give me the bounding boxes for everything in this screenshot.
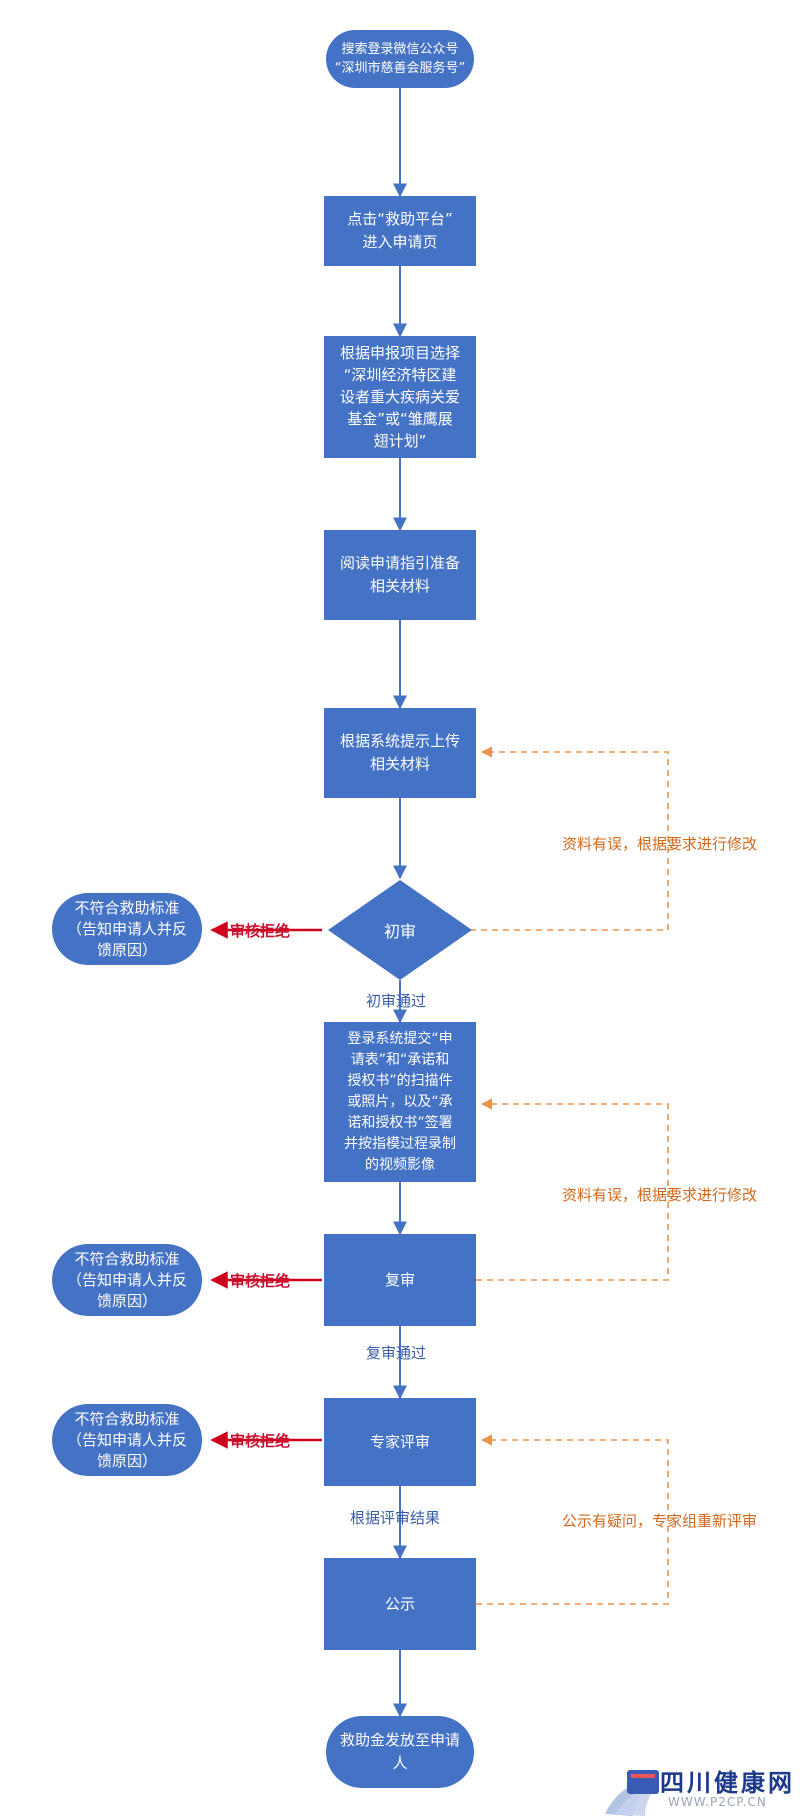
- review1-diamond: [328, 880, 472, 980]
- watermark-logo-icon: [605, 1770, 659, 1816]
- node-step1: 点击“救助平台” 进入申请页: [324, 196, 476, 266]
- watermark-url: WWW.P2CP.CN: [668, 1795, 767, 1809]
- feedback-label-3: 公示有疑问，专家组重新评审: [562, 1512, 758, 1530]
- feedback-label-2: 资料有误，根据要求进行修改: [562, 1186, 758, 1204]
- node-end: 救助金发放至申请 人: [326, 1716, 474, 1788]
- reject-node-2: 不符合救助标准 （告知申请人并反 馈原因）: [52, 1244, 202, 1316]
- reject-node-3: 不符合救助标准 （告知申请人并反 馈原因）: [52, 1404, 202, 1476]
- node-step5: 登录系统提交“申 请表”和“承诺和 授权书”的扫描件 或照片，以及“承 诺和授权…: [324, 1022, 476, 1182]
- reject-label-3: 审核拒绝: [230, 1432, 291, 1450]
- pass-label-2: 复审通过: [366, 1344, 427, 1362]
- result-label: 根据评审结果: [350, 1509, 441, 1527]
- reject-label-1: 审核拒绝: [230, 922, 291, 940]
- feedback-loops: [470, 746, 669, 1605]
- node-review3: 专家评审: [324, 1398, 476, 1486]
- reject-node-1: 不符合救助标准 （告知申请人并反 馈原因）: [52, 893, 202, 965]
- node-review2: 复审: [324, 1234, 476, 1326]
- pass-label-1: 初审通过: [366, 992, 427, 1010]
- reject-label-2: 审核拒绝: [230, 1272, 291, 1290]
- feedback-label-1: 资料有误，根据要求进行修改: [562, 835, 758, 853]
- node-step3: 阅读申请指引准备 相关材料: [324, 530, 476, 620]
- node-step2: 根据申报项目选择 “深圳经济特区建 设者重大疾病关爱 基金”或“雏鹰展 翅计划”: [324, 336, 476, 458]
- feedback-loop-2: [476, 1098, 669, 1281]
- node-step4: 根据系统提示上传 相关材料: [324, 708, 476, 798]
- watermark-site-name: 四川健康网: [660, 1769, 795, 1797]
- reject-arrows: [210, 921, 322, 1449]
- node-publicity: 公示: [324, 1558, 476, 1650]
- node-start: 搜索登录微信公众号 “深圳市慈善会服务号”: [326, 30, 474, 88]
- node-review1-label: 初审: [383, 922, 416, 941]
- feedback-loop-1: [470, 746, 669, 931]
